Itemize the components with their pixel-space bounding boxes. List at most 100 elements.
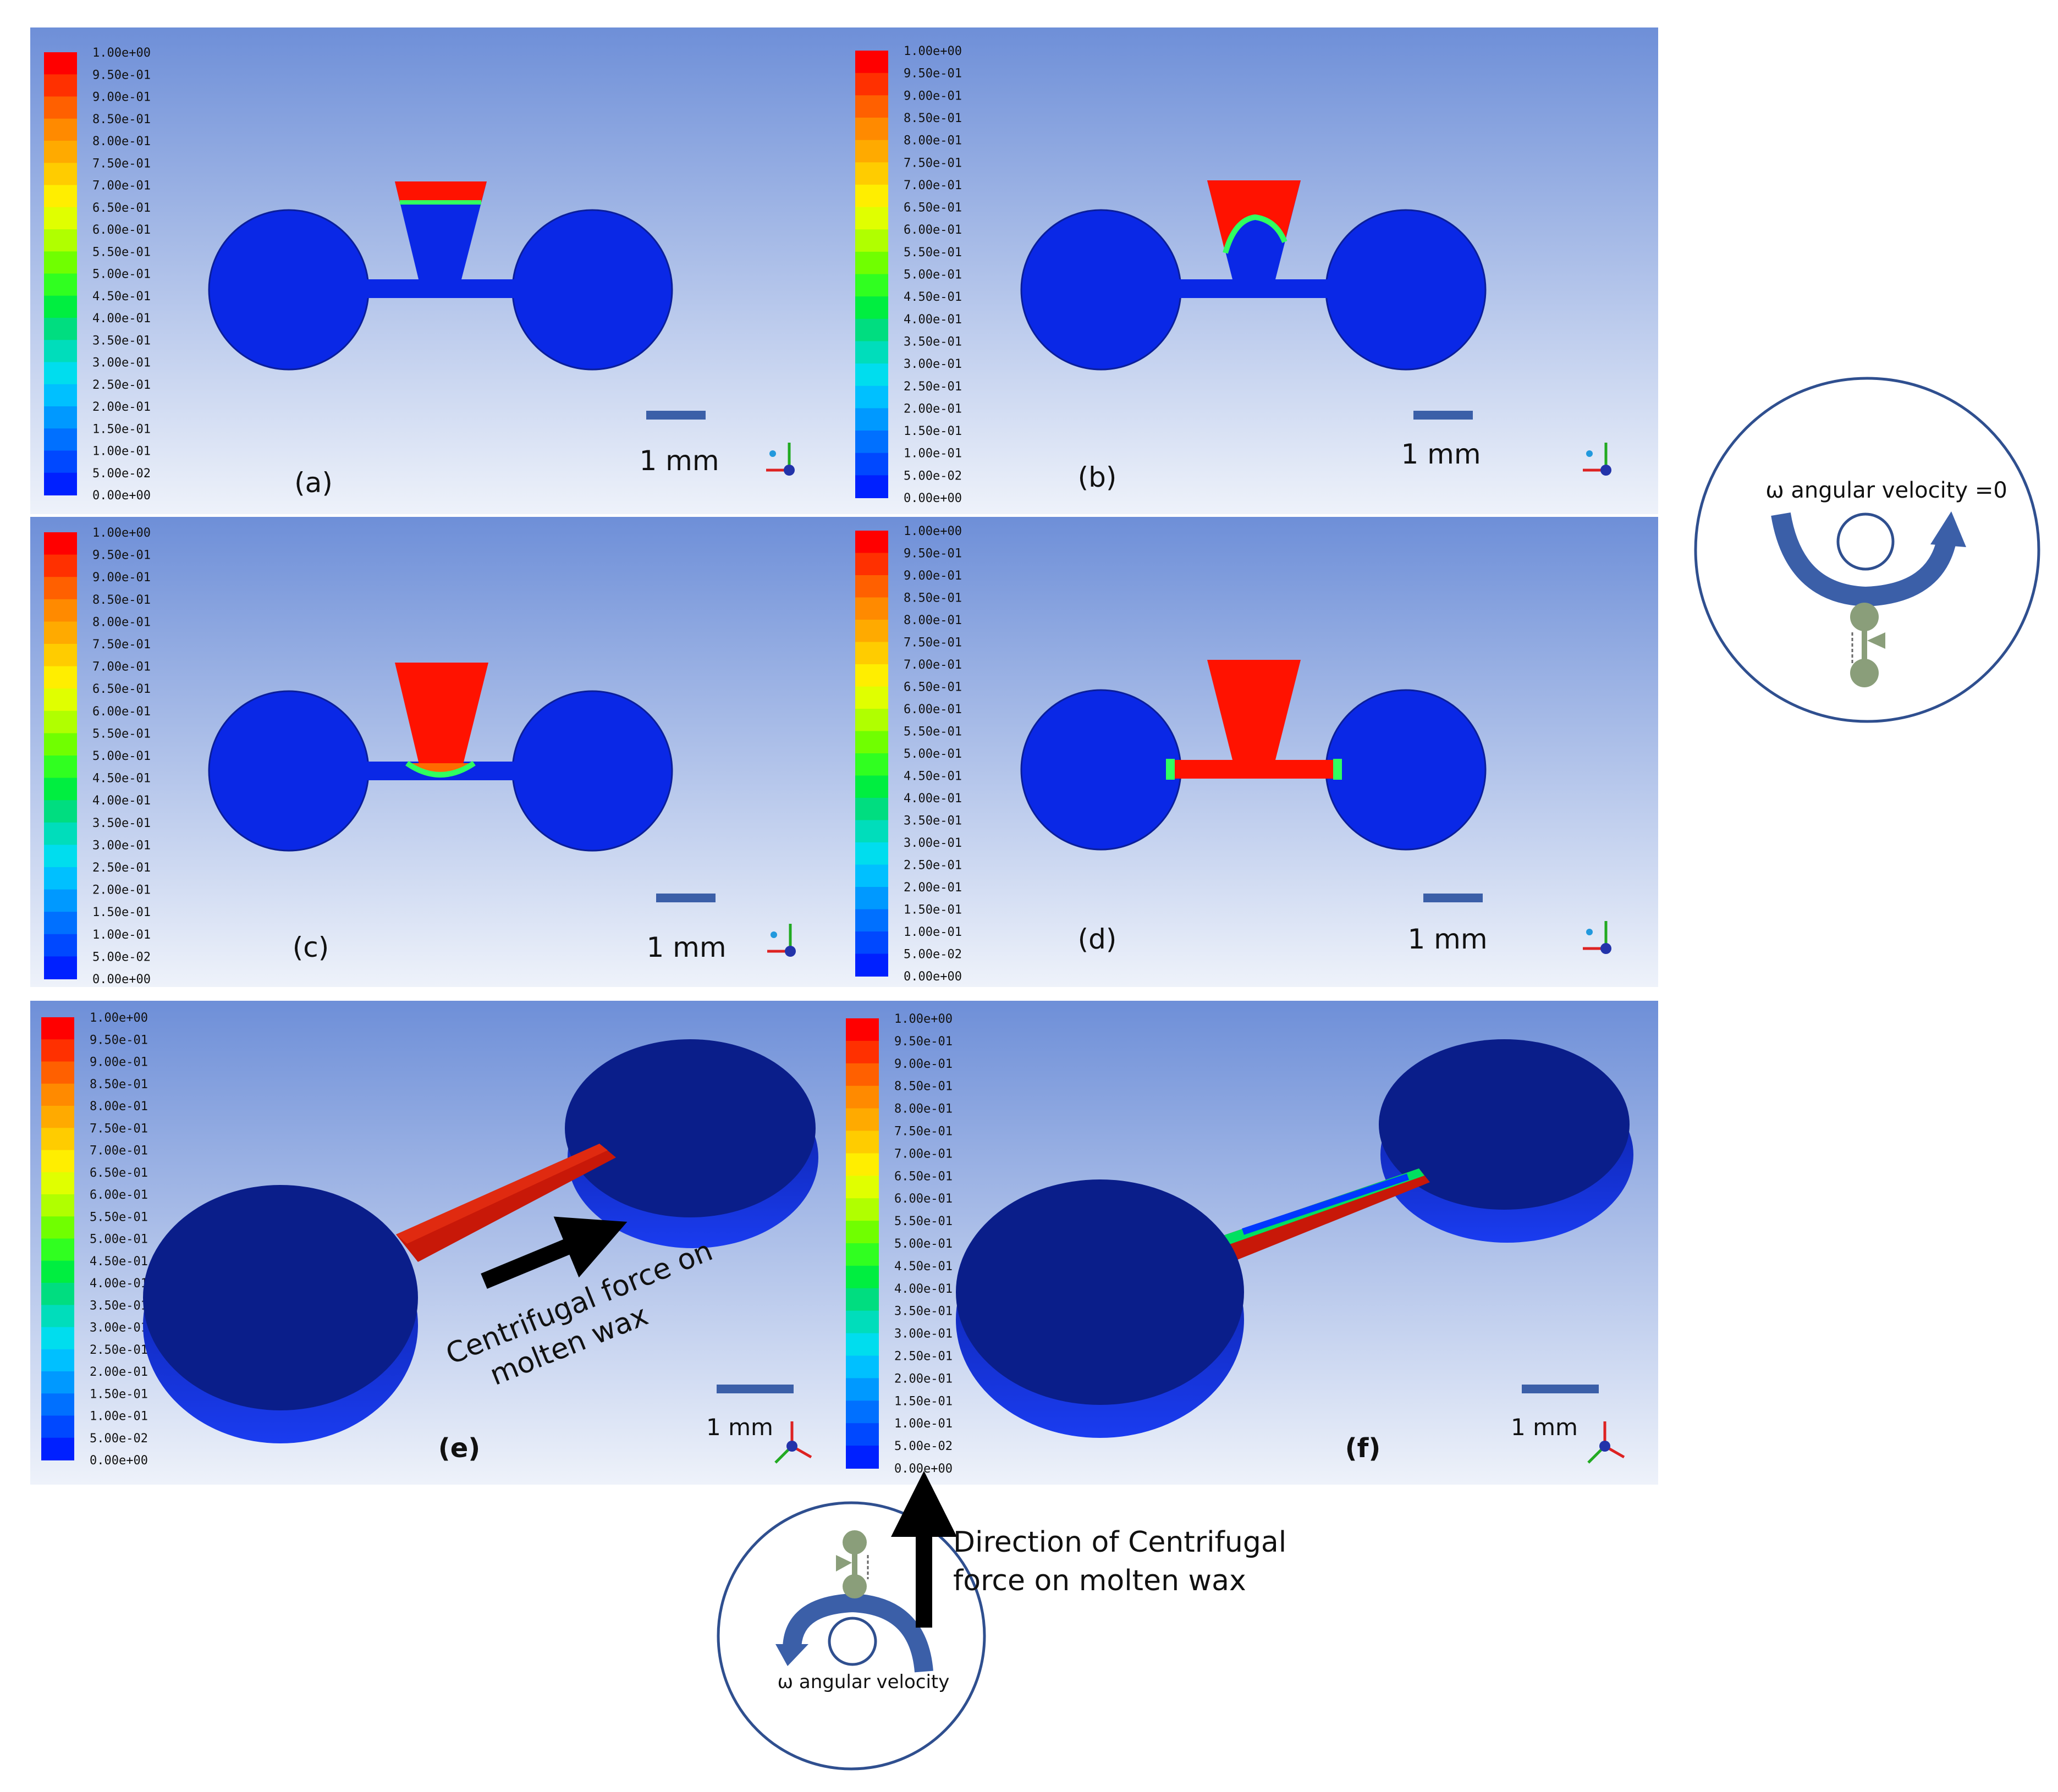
dumbbell-icon bbox=[1850, 603, 1885, 687]
axis-triad-icon bbox=[774, 1421, 812, 1464]
scale-label: 1 mm bbox=[639, 445, 719, 477]
wax-front bbox=[1223, 214, 1287, 254]
legend-tick-label: 5.00e-02 bbox=[92, 950, 151, 964]
legend-tick-label: 6.00e-01 bbox=[894, 1192, 953, 1206]
legend-tick-label: 0.00e+00 bbox=[904, 970, 962, 984]
legend-swatch bbox=[855, 229, 888, 252]
panel-label: (b) bbox=[1078, 461, 1117, 493]
legend-tick-label: 8.00e-01 bbox=[904, 614, 962, 627]
legend-tick-label: 5.50e-01 bbox=[904, 725, 962, 739]
legend-swatch bbox=[855, 731, 888, 754]
legend-swatch bbox=[846, 1176, 879, 1199]
dumbbell-icon bbox=[836, 1530, 869, 1598]
legend-tick-label: 8.00e-01 bbox=[92, 615, 151, 629]
scale-bar bbox=[717, 1385, 794, 1393]
legend-tick-label: 6.00e-01 bbox=[92, 223, 151, 237]
legend-swatch bbox=[855, 597, 888, 620]
rotation-arrow-icon bbox=[1771, 512, 1957, 607]
legend-tick-label: 9.00e-01 bbox=[894, 1057, 953, 1071]
legend-a: 1.00e+009.50e-019.00e-018.50e-018.00e-01… bbox=[44, 46, 151, 503]
legend-swatch bbox=[855, 51, 888, 74]
legend-tick-label: 5.00e-02 bbox=[92, 467, 151, 481]
center-circle bbox=[1836, 512, 1895, 571]
legend-swatch bbox=[44, 688, 77, 712]
legend-tick-label: 2.50e-01 bbox=[92, 378, 151, 392]
center-circle bbox=[828, 1617, 877, 1666]
legend-swatch bbox=[855, 553, 888, 576]
legend-swatch bbox=[855, 531, 888, 554]
legend-swatch bbox=[44, 318, 77, 341]
legend-tick-label: 1.00e+00 bbox=[904, 525, 962, 538]
panel-b: 1 mm (b) bbox=[1020, 180, 1611, 493]
legend-swatch bbox=[44, 229, 77, 252]
legend-swatch bbox=[855, 251, 888, 275]
scale-bar bbox=[1522, 1385, 1599, 1393]
legend-tick-label: 4.50e-01 bbox=[894, 1260, 953, 1273]
legend-tick-label: 7.50e-01 bbox=[92, 638, 151, 652]
legend-tick-label: 5.50e-01 bbox=[92, 245, 151, 259]
legend-tick-label: 2.00e-01 bbox=[90, 1365, 148, 1379]
legend-tick-label: 7.50e-01 bbox=[904, 156, 962, 170]
scale-bar bbox=[1423, 894, 1483, 902]
legend-tick-label: 2.50e-01 bbox=[904, 380, 962, 394]
legend-swatch bbox=[855, 709, 888, 732]
stationary-circle bbox=[1694, 377, 2040, 723]
disc-left bbox=[1020, 689, 1182, 851]
legend-swatch bbox=[855, 864, 888, 887]
legend-swatch bbox=[855, 431, 888, 454]
scale-bar bbox=[646, 411, 706, 420]
legend-tick-label: 5.00e-01 bbox=[92, 749, 151, 763]
legend-tick-label: 9.50e-01 bbox=[894, 1035, 953, 1049]
legend-tick-label: 7.50e-01 bbox=[92, 157, 151, 170]
scale-bar bbox=[1413, 411, 1473, 420]
legend-tick-label: 6.00e-01 bbox=[90, 1188, 148, 1202]
direction-line2: force on molten wax bbox=[953, 1564, 1246, 1597]
legend-tick-label: 9.00e-01 bbox=[904, 89, 962, 103]
legend-tick-label: 7.00e-01 bbox=[92, 660, 151, 674]
legend-swatch bbox=[44, 532, 77, 555]
legend-tick-label: 5.00e-02 bbox=[904, 948, 962, 962]
legend-tick-label: 3.50e-01 bbox=[904, 814, 962, 828]
axis-triad-icon bbox=[766, 443, 795, 476]
legend-swatch bbox=[846, 1198, 879, 1222]
legend-swatch bbox=[44, 666, 77, 690]
legend-swatch bbox=[44, 577, 77, 600]
legend-tick-label: 5.00e-02 bbox=[90, 1432, 148, 1446]
axis-triad-icon bbox=[767, 924, 796, 957]
legend-swatch bbox=[44, 733, 77, 756]
legend-tick-label: 3.50e-01 bbox=[894, 1305, 953, 1319]
legend-tick-label: 3.50e-01 bbox=[904, 335, 962, 349]
legend-tick-label: 9.50e-01 bbox=[904, 547, 962, 561]
legend-swatch bbox=[41, 1349, 74, 1372]
legend-tick-label: 1.50e-01 bbox=[92, 906, 151, 919]
axis-triad-icon bbox=[1583, 921, 1611, 954]
stationary-label: ω angular velocity =0 bbox=[1765, 478, 2007, 503]
legend-tick-label: 9.00e-01 bbox=[92, 91, 151, 104]
legend-swatch bbox=[44, 406, 77, 429]
legend-tick-label: 2.50e-01 bbox=[894, 1350, 953, 1364]
legend-swatch bbox=[855, 753, 888, 776]
scale-label: 1 mm bbox=[1401, 438, 1481, 470]
wax-front-left bbox=[1166, 759, 1175, 780]
rotation-arrow-icon bbox=[783, 1593, 933, 1673]
legend-tick-label: 1.00e-01 bbox=[92, 928, 151, 942]
stationary-diagram: ω angular velocity =0 bbox=[1694, 377, 2040, 723]
legend-swatch bbox=[41, 1128, 74, 1151]
legend-tick-label: 1.50e-01 bbox=[904, 903, 962, 917]
rotating-diagram: ω angular velocity bbox=[717, 1501, 986, 1771]
legend-tick-label: 2.00e-01 bbox=[92, 884, 151, 897]
scale-label: 1 mm bbox=[706, 1414, 773, 1441]
legend-swatch bbox=[846, 1288, 879, 1311]
panel-a: 1 mm (a) bbox=[208, 181, 795, 499]
legend-tick-label: 7.50e-01 bbox=[894, 1125, 953, 1139]
legend-tick-label: 2.50e-01 bbox=[904, 859, 962, 873]
disc-left bbox=[208, 209, 370, 371]
legend-tick-label: 9.00e-01 bbox=[90, 1056, 148, 1069]
legend-swatch bbox=[44, 554, 77, 578]
scale-label: 1 mm bbox=[1511, 1414, 1578, 1441]
legend-swatch bbox=[41, 1415, 74, 1438]
disc-right bbox=[511, 209, 673, 371]
legend-swatch bbox=[41, 1172, 74, 1195]
disc-right bbox=[511, 690, 673, 852]
legend-tick-label: 0.00e+00 bbox=[92, 489, 151, 503]
